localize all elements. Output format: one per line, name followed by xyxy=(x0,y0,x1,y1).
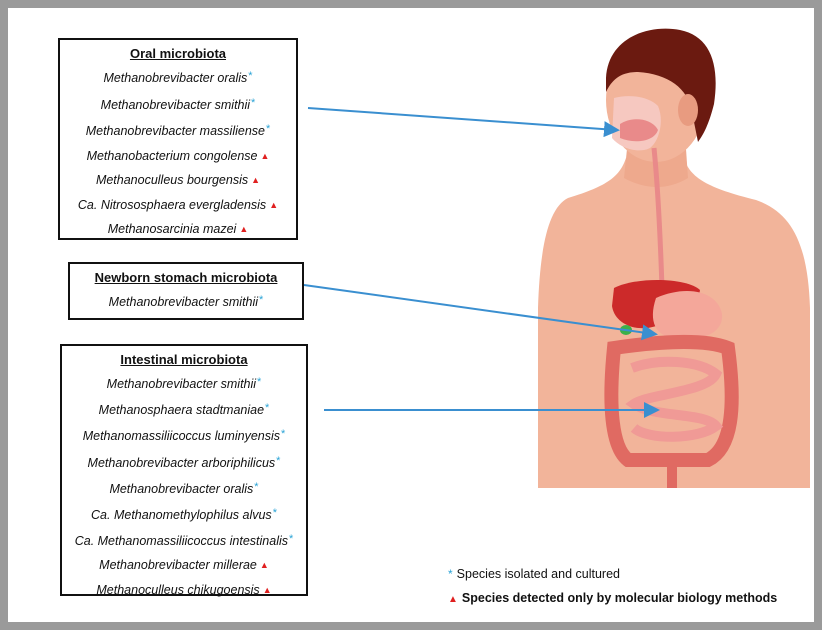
cultured-mark-icon: * xyxy=(276,455,280,467)
ear xyxy=(678,94,698,126)
species-item: Methanobrevibacter smithii* xyxy=(70,288,302,315)
oral-microbiota-title: Oral microbiota xyxy=(60,46,296,61)
oral-species-list: Methanobrevibacter oralis*Methanobreviba… xyxy=(60,64,296,242)
species-item: Methanosphaera stadtmaniae* xyxy=(62,396,306,422)
species-item: Methanobacterium congolense▲ xyxy=(60,144,296,169)
molecular-mark-icon: ▲ xyxy=(263,585,272,595)
species-name: Methanobrevibacter smithii xyxy=(107,377,256,391)
species-name: Methanoculleus chikugoensis xyxy=(96,583,259,597)
stomach xyxy=(653,291,722,339)
cultured-mark-icon: * xyxy=(257,376,261,388)
species-name: Methanoculleus bourgensis xyxy=(96,173,248,187)
species-item: Methanobrevibacter smithii* xyxy=(60,91,296,118)
cultured-mark-icon: * xyxy=(289,533,293,545)
cultured-mark-icon: * xyxy=(259,294,263,306)
molecular-symbol: ▲ xyxy=(448,594,458,605)
cultured-mark-icon: * xyxy=(251,97,255,109)
species-name: Methanosphaera stadtmaniae xyxy=(99,403,264,417)
cultured-symbol: * xyxy=(448,567,453,581)
molecular-label: Species detected only by molecular biolo… xyxy=(462,591,777,605)
species-item: Methanobrevibacter oralis* xyxy=(60,64,296,91)
intestinal-microbiota-box: Intestinal microbiota Methanobrevibacter… xyxy=(60,344,308,596)
cultured-mark-icon: * xyxy=(281,428,285,440)
species-name: Methanosarcinia mazei xyxy=(108,222,237,236)
species-name: Methanobrevibacter oralis xyxy=(103,71,247,85)
species-name: Ca. Nitrososphaera evergladensis xyxy=(78,198,266,212)
newborn-stomach-microbiota-box: Newborn stomach microbiota Methanobrevib… xyxy=(68,262,304,320)
species-name: Methanomassiliicoccus luminyensis xyxy=(83,429,280,443)
figure-panel: Oral microbiota Methanobrevibacter orali… xyxy=(8,8,814,622)
species-item: Methanobrevibacter smithii* xyxy=(62,370,306,396)
species-item: Ca. Nitrososphaera evergladensis▲ xyxy=(60,193,296,218)
cultured-label: Species isolated and cultured xyxy=(457,567,620,581)
intestinal-microbiota-title: Intestinal microbiota xyxy=(62,352,306,367)
cultured-mark-icon: * xyxy=(248,70,252,82)
species-name: Methanobrevibacter arboriphilicus xyxy=(88,456,276,470)
species-item: Methanomassiliicoccus luminyensis* xyxy=(62,422,306,448)
species-name: Methanobrevibacter millerae xyxy=(99,558,257,572)
legend-cultured: * Species isolated and cultured xyxy=(448,567,620,581)
intestinal-species-list: Methanobrevibacter smithii*Methanosphaer… xyxy=(62,370,306,602)
species-item: Methanoculleus bourgensis▲ xyxy=(60,168,296,193)
legend-molecular: ▲ Species detected only by molecular biol… xyxy=(448,591,777,605)
oral-arrow xyxy=(308,108,616,130)
molecular-mark-icon: ▲ xyxy=(269,200,278,210)
species-name: Methanobrevibacter oralis xyxy=(109,482,253,496)
species-item: Methanobrevibacter oralis* xyxy=(62,475,306,501)
species-item: Methanobrevibacter massiliense* xyxy=(60,117,296,144)
molecular-mark-icon: ▲ xyxy=(239,224,248,234)
species-item: Methanobrevibacter millerae▲ xyxy=(62,553,306,577)
species-name: Methanobacterium congolense xyxy=(87,149,258,163)
cultured-mark-icon: * xyxy=(254,481,258,493)
molecular-mark-icon: ▲ xyxy=(260,560,269,570)
cultured-mark-icon: * xyxy=(265,402,269,414)
species-item: Methanoculleus chikugoensis ▲ xyxy=(62,578,306,602)
species-item: Methanosarcinia mazei▲ xyxy=(60,217,296,242)
species-name: Methanobrevibacter smithii xyxy=(101,98,250,112)
cultured-mark-icon: * xyxy=(266,123,270,135)
cultured-mark-icon: * xyxy=(273,507,277,519)
molecular-mark-icon: ▲ xyxy=(261,151,270,161)
stomach-microbiota-title: Newborn stomach microbiota xyxy=(70,270,302,285)
molecular-mark-icon: ▲ xyxy=(251,175,260,185)
species-name: Ca. Methanomethylophilus alvus xyxy=(91,508,272,522)
species-name: Methanobrevibacter massiliense xyxy=(86,124,265,138)
species-item: Methanobrevibacter arboriphilicus* xyxy=(62,449,306,475)
species-item: Ca. Methanomassiliicoccus intestinalis* xyxy=(62,527,306,553)
species-name: Ca. Methanomassiliicoccus intestinalis xyxy=(75,534,288,548)
species-name: Methanobrevibacter smithii xyxy=(109,295,258,309)
oral-microbiota-box: Oral microbiota Methanobrevibacter orali… xyxy=(58,38,298,240)
stomach-species-list: Methanobrevibacter smithii* xyxy=(70,288,302,315)
species-item: Ca. Methanomethylophilus alvus* xyxy=(62,501,306,527)
